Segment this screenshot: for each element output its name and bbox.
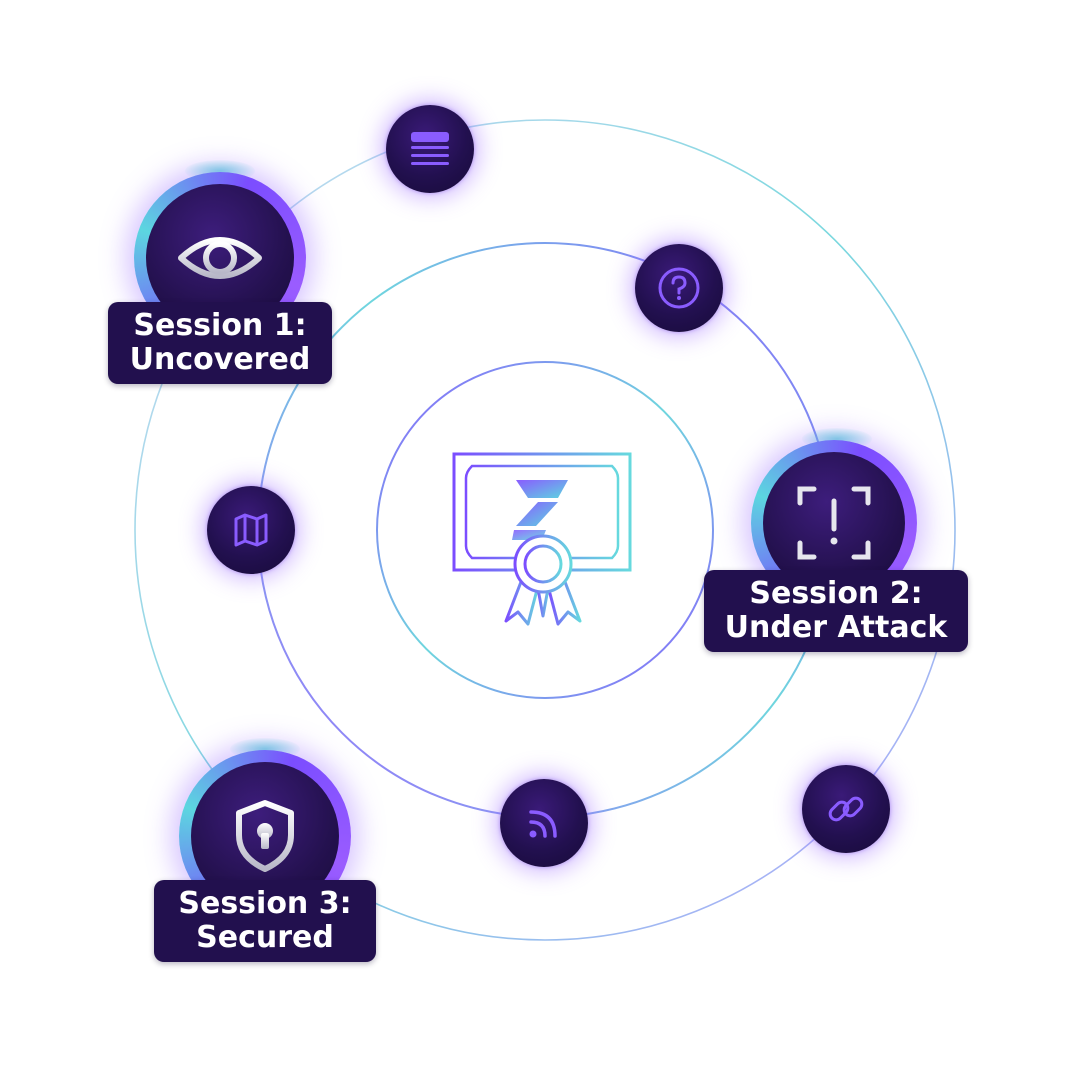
session-3-title: Session 3: [178,886,352,921]
list-icon [411,132,449,165]
session-2-status: Under Attack [724,610,948,645]
session-1-title: Session 1: [133,308,307,343]
orbit-outer [134,119,956,941]
session-3-status: Secured [196,920,334,955]
session-3-badge: Session 3: Secured [154,738,378,964]
map-icon [234,513,268,547]
eye-icon [178,237,262,279]
question-icon [658,267,700,309]
session-1-status: Uncovered [129,342,311,377]
rss-node [500,779,588,867]
map-node [207,486,295,574]
list-node [386,105,474,193]
session-1-badge: Session 1: Uncovered [108,150,334,386]
certificate-icon [452,452,632,626]
session-2-badge: Session 2: Under Attack [704,428,970,654]
session-1-label: Session 1: Uncovered [108,302,332,384]
alert-scan-icon [797,486,871,560]
question-node [635,244,723,332]
link-icon [828,796,864,822]
link-node [802,765,890,853]
session-2-title: Session 2: [749,576,923,611]
session-2-label: Session 2: Under Attack [704,570,968,652]
shield-lock-icon [236,800,294,872]
session-3-label: Session 3: Secured [154,880,376,962]
orbit-inner [376,361,714,699]
rss-icon [529,810,557,838]
